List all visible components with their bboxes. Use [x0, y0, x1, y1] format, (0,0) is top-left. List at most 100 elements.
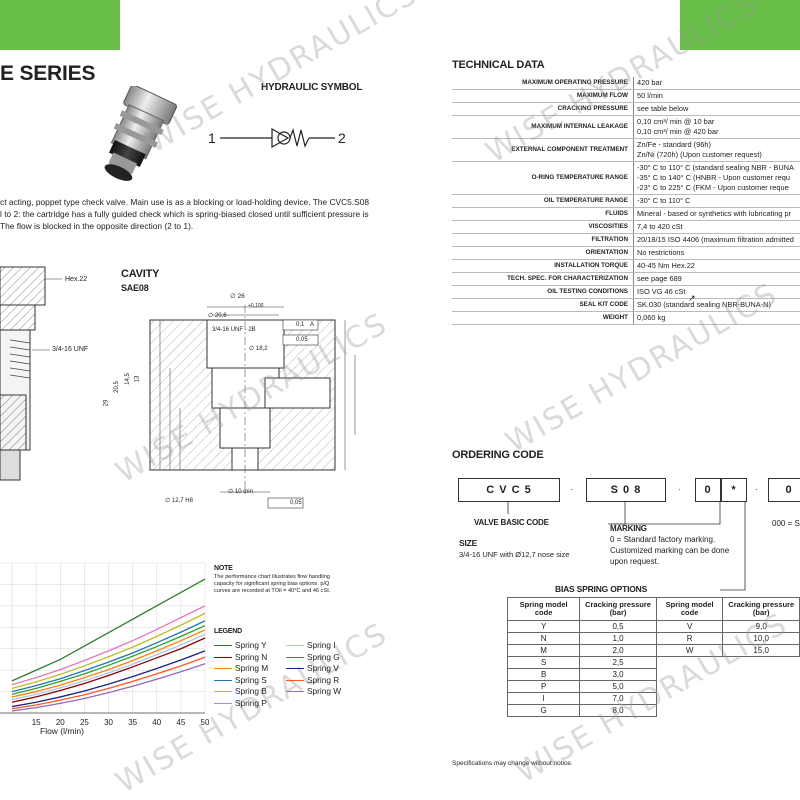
bias-cell — [656, 693, 723, 705]
legend-item: Spring B — [214, 686, 267, 696]
tech-value-line: No restrictions — [637, 248, 685, 257]
x-tick-label: 40 — [152, 718, 161, 727]
note-text: The performance chart illustrates flow h… — [214, 574, 331, 594]
code-dot: · — [755, 484, 759, 495]
dim-145: 14,5 — [124, 373, 131, 385]
legend-swatch — [286, 645, 304, 647]
series-line — [11, 578, 206, 682]
legend-swatch — [214, 679, 232, 681]
tech-value: ISO VG 46 cSt — [633, 285, 800, 299]
tech-key: TECH. SPEC. FOR CHARACTERIZATION — [452, 272, 634, 286]
tech-value-line: 40-45 Nm Hex.22 — [637, 261, 695, 270]
bias-cell — [656, 681, 723, 693]
geo-tol-2: 0,05 — [296, 337, 308, 343]
tech-value: 0,060 kg — [633, 311, 800, 325]
tech-key: FLUIDS — [452, 207, 634, 221]
bias-cell: Y — [506, 620, 581, 633]
tech-value-line: Zn/Fe - standard (96h) — [637, 140, 711, 149]
legend-item: Spring P — [214, 698, 267, 708]
tech-key: CRACKING PRESSURE — [452, 102, 634, 116]
symbol-port-2: 2 — [338, 130, 346, 146]
x-tick-label: 15 — [32, 718, 41, 727]
tech-value-line: Zn/Ni (720h) (Upon customer request) — [637, 150, 762, 159]
code-box-marking: 0 — [695, 478, 721, 502]
tech-value-line: Mineral - based or synthetics with lubri… — [637, 209, 792, 218]
legend-item: Spring G — [286, 652, 340, 662]
marking-title: MARKING — [610, 524, 647, 533]
bias-cell: M — [506, 644, 581, 657]
tech-value-line: -35° C to 140° C (HNBR - Upon customer r… — [637, 173, 790, 182]
tech-value-line: 20/18/15 ISO 4406 (maximum filtration ad… — [637, 235, 794, 244]
code-dot: · — [570, 484, 574, 495]
series-line — [11, 656, 206, 710]
size-title: SIZE — [459, 538, 478, 548]
bias-cell — [723, 657, 800, 669]
tech-key: MAXIMUM OPERATING PRESSURE — [452, 77, 634, 90]
check-valve-symbol — [220, 127, 335, 149]
marking-line: 0 = Standard factory marking. — [610, 535, 716, 544]
symbol-port-1: 1 — [208, 130, 216, 146]
geo-tol-3: 0,05 — [290, 500, 302, 506]
legend-label: Spring G — [307, 651, 340, 662]
tech-key: O-RING TEMPERATURE RANGE — [452, 161, 634, 195]
header-bar-left — [0, 0, 120, 50]
bias-header: Cracking pressure (bar) — [579, 597, 657, 621]
header-bar-right — [680, 0, 800, 50]
dim-d127: ∅ 12,7 H8 — [165, 498, 193, 504]
dim-29: 29 — [103, 399, 110, 407]
series-line — [11, 633, 206, 701]
tech-value: 40-45 Nm Hex.22 — [633, 259, 800, 273]
tech-value-line: 420 bar — [637, 78, 663, 87]
tech-value-line: -23° C to 225° C (FKM - Upon customer re… — [637, 183, 789, 192]
legend-label: Spring Y — [235, 640, 267, 650]
tech-key: SEAL KIT CODE — [452, 298, 634, 312]
description: ct acting, poppet type check valve. Main… — [0, 196, 369, 232]
legend-item: Spring N — [214, 652, 267, 662]
ordering-code-title: ORDERING CODE — [452, 449, 544, 461]
dim-unf28: 3/4-16 UNF - 2B — [212, 327, 256, 333]
bias-cell: N — [506, 632, 581, 645]
legend-label: Spring I — [307, 640, 336, 650]
dim-d20: ∅ 20,6 — [208, 313, 227, 319]
dim-d26: ∅ 26 — [230, 293, 245, 300]
bias-cell — [723, 681, 800, 693]
legend-swatch — [214, 645, 232, 647]
bias-cell: 8,0 — [579, 704, 657, 717]
bias-cell: R — [655, 632, 724, 645]
tech-value: 20/18/15 ISO 4406 (maximum filtration ad… — [633, 233, 800, 247]
hydraulic-symbol-title: HYDRAULIC SYMBOL — [261, 82, 363, 93]
legend-item: Spring M — [214, 663, 268, 673]
tech-key: MAXIMUM INTERNAL LEAKAGE — [452, 115, 634, 139]
hex-label: Hex.22 — [65, 276, 88, 283]
bias-cell: 5,0 — [579, 680, 657, 693]
x-tick-label: 45 — [176, 718, 185, 727]
bias-cell: W — [655, 644, 724, 657]
bias-cell: V — [655, 620, 724, 633]
description-line: l to 2: the cartridge has a fully guided… — [0, 209, 369, 219]
x-tick-label: 25 — [80, 718, 89, 727]
marking-line: upon request. — [610, 557, 659, 566]
bias-cell: 1,0 — [579, 632, 657, 645]
tech-key: MAXIMUM FLOW — [452, 89, 634, 103]
marking-text: 0 = Standard factory marking. Customized… — [610, 534, 729, 567]
code-connector-lines — [507, 502, 746, 591]
legend-swatch — [214, 691, 232, 693]
bias-cell: 3,0 — [579, 668, 657, 681]
bias-header: Spring model code — [506, 597, 581, 621]
tech-value-line: ISO VG 46 cSt — [637, 287, 686, 296]
valve-basic-code-label: VALVE BASIC CODE — [474, 518, 549, 527]
tech-value: 7,4 to 420 cSt — [633, 220, 800, 234]
tech-key: WEIGHT — [452, 311, 634, 325]
bias-header: Spring model code — [655, 597, 724, 621]
cavity-title: CAVITY — [121, 268, 160, 280]
code-box-size: S 0 8 — [586, 478, 666, 502]
legend-label: Spring W — [307, 686, 342, 696]
